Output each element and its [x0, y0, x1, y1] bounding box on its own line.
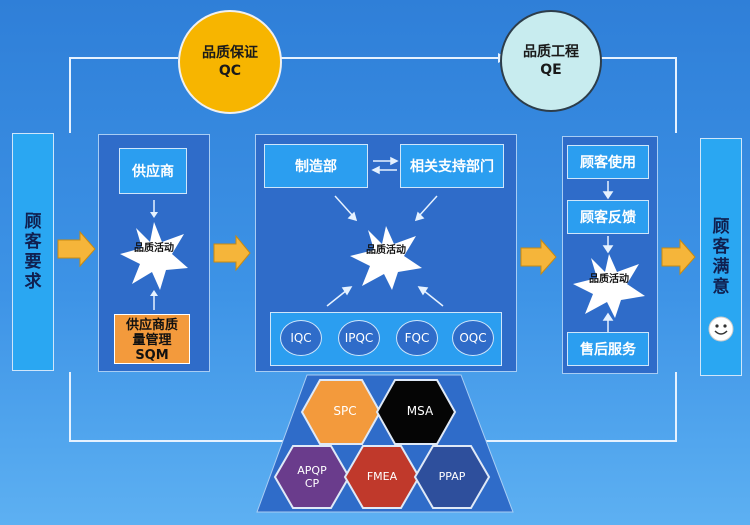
sqm-box: 供应商质 量管理 SQM: [114, 314, 190, 364]
oqc-pill: OQC: [452, 320, 494, 356]
loop-line-bottom-right: [458, 372, 677, 442]
sqm-line2: 量管理: [132, 333, 172, 348]
customer-requirement-block: 顾客要求: [12, 133, 54, 371]
customer-satisfaction-block: 顾客满意: [700, 138, 742, 376]
apqp-hex: [273, 445, 351, 509]
customer-feedback-box: 顾客反馈: [567, 200, 649, 234]
loop-line-top-right: [600, 57, 677, 133]
customer-satisfaction-label: 顾客满意: [712, 217, 730, 297]
iqc-pill: IQC: [280, 320, 322, 356]
msa-label: MSA: [406, 404, 434, 418]
apqp-line2: CP: [304, 477, 320, 490]
loop-line-bottom-left: [69, 372, 306, 442]
manufacturing-arrows: [326, 156, 444, 307]
tools-trapezoid: [256, 374, 514, 513]
supplier-arrows: [150, 200, 158, 310]
customer-star-icon: [573, 254, 645, 318]
qe-circle: 品质工程 QE: [500, 10, 602, 112]
sqm-line1: 供应商质: [125, 318, 178, 333]
manufacturing-star-icon: [350, 226, 422, 290]
qe-circle-title: 品质工程: [523, 44, 579, 60]
msa-hex: [375, 379, 457, 445]
customer-usage-box: 顾客使用: [567, 145, 649, 179]
customer-arrows: [602, 181, 614, 332]
supplier-star-label: 品质活动: [134, 243, 174, 254]
fqc-pill: FQC: [396, 320, 438, 356]
spc-label: SPC: [333, 404, 357, 418]
qe-circle-code: QE: [540, 62, 562, 78]
after-sales-box: 售后服务: [567, 332, 649, 366]
support-dept-box: 相关支持部门: [400, 144, 504, 188]
loop-line-top-left: [69, 57, 178, 133]
ppap-hex: [413, 445, 491, 509]
customer-star-label: 品质活动: [589, 274, 629, 285]
sqm-line3: SQM: [135, 348, 169, 363]
spc-hex: [300, 379, 382, 445]
manufacturing-star-label: 品质活动: [366, 245, 406, 256]
manufacturing-dept-box: 制造部: [264, 144, 368, 188]
customer-requirement-label: 顾客要求: [24, 212, 42, 292]
smiley-face-icon: [708, 316, 734, 342]
supplier-box: 供应商: [119, 148, 187, 194]
supplier-star-icon: [120, 222, 188, 290]
qc-circle: 品质保证 QC: [178, 10, 282, 114]
ipqc-pill: IPQC: [338, 320, 380, 356]
qc-circle-code: QC: [218, 63, 242, 79]
fmea-label: FMEA: [366, 470, 398, 483]
apqp-label: APQP CP: [275, 464, 349, 490]
qc-circle-title: 品质保证: [202, 45, 258, 61]
ppap-label: PPAP: [438, 470, 466, 483]
apqp-line1: APQP: [297, 464, 327, 477]
fmea-hex: [343, 445, 421, 509]
